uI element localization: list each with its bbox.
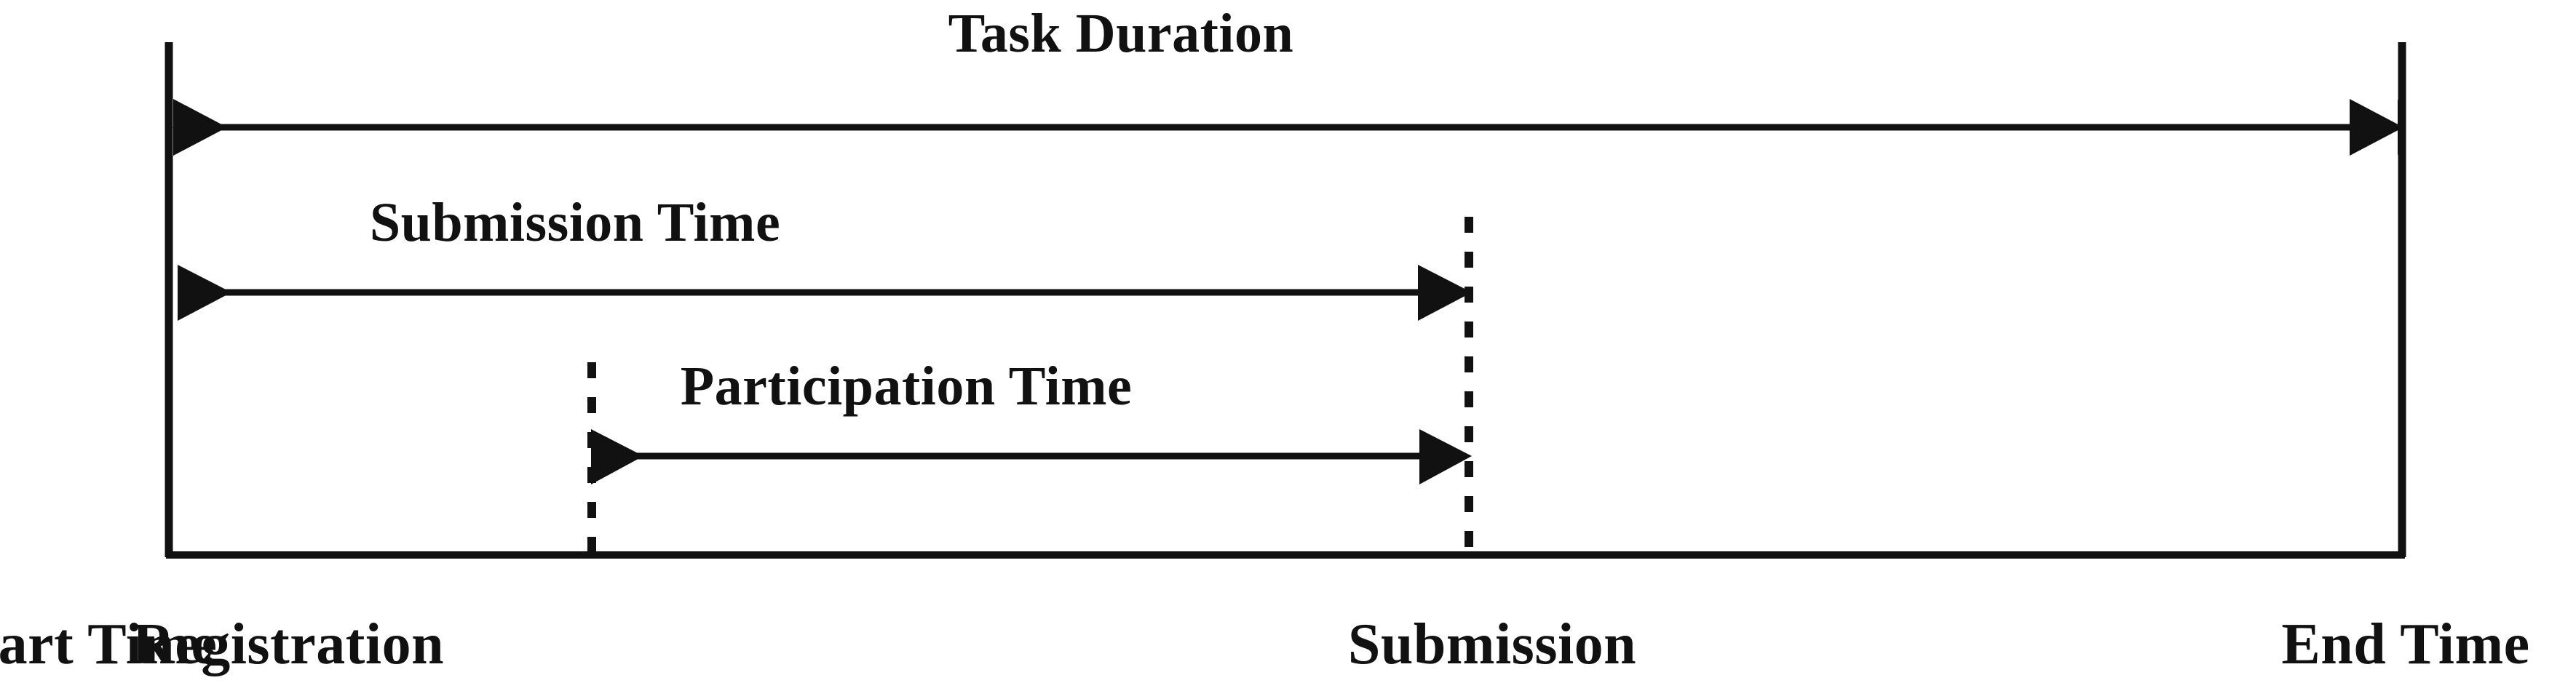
axis-label-submission: Submission — [1347, 612, 1637, 676]
submission-time-label: Submission Time — [369, 192, 781, 253]
task-duration-label: Task Duration — [948, 3, 1294, 64]
axis-label-end-time: End Time — [2281, 612, 2530, 676]
participation-time-label: Participation Time — [680, 356, 1133, 417]
task-duration-arrow — [173, 99, 2404, 156]
participation-time-arrow — [591, 429, 1472, 484]
axis-label-registration: Registration — [132, 612, 445, 676]
axis-label-start-time: Start Time — [0, 612, 218, 676]
submission-time-arrow — [178, 265, 1472, 321]
